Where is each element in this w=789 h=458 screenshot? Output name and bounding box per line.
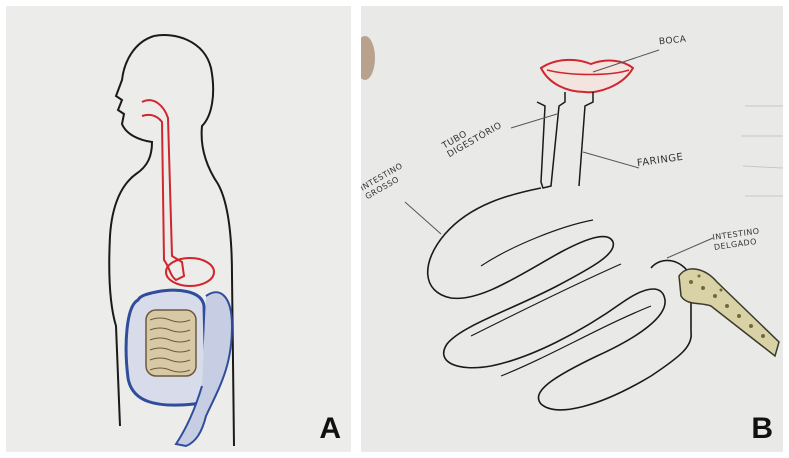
- hand-shadow: [361, 36, 375, 80]
- rectum-drawing: [679, 269, 779, 356]
- photo-panel-b: BOCA TUBO DIGESTÓRIO FARINGE INTESTINO G…: [361, 6, 783, 452]
- background-paper-edge: [741, 106, 783, 196]
- panel-letter-b: B: [751, 412, 773, 446]
- photo-panel-a: A: [6, 6, 351, 452]
- body-drawing: [6, 6, 351, 452]
- intestine-loops: [428, 188, 692, 410]
- panel-letter-a: A: [319, 412, 341, 446]
- esophagus: [142, 100, 184, 280]
- pharynx-tube: [537, 92, 593, 188]
- stomach: [166, 258, 214, 286]
- mouth-drawing: [541, 60, 633, 92]
- tract-drawing: [361, 6, 783, 452]
